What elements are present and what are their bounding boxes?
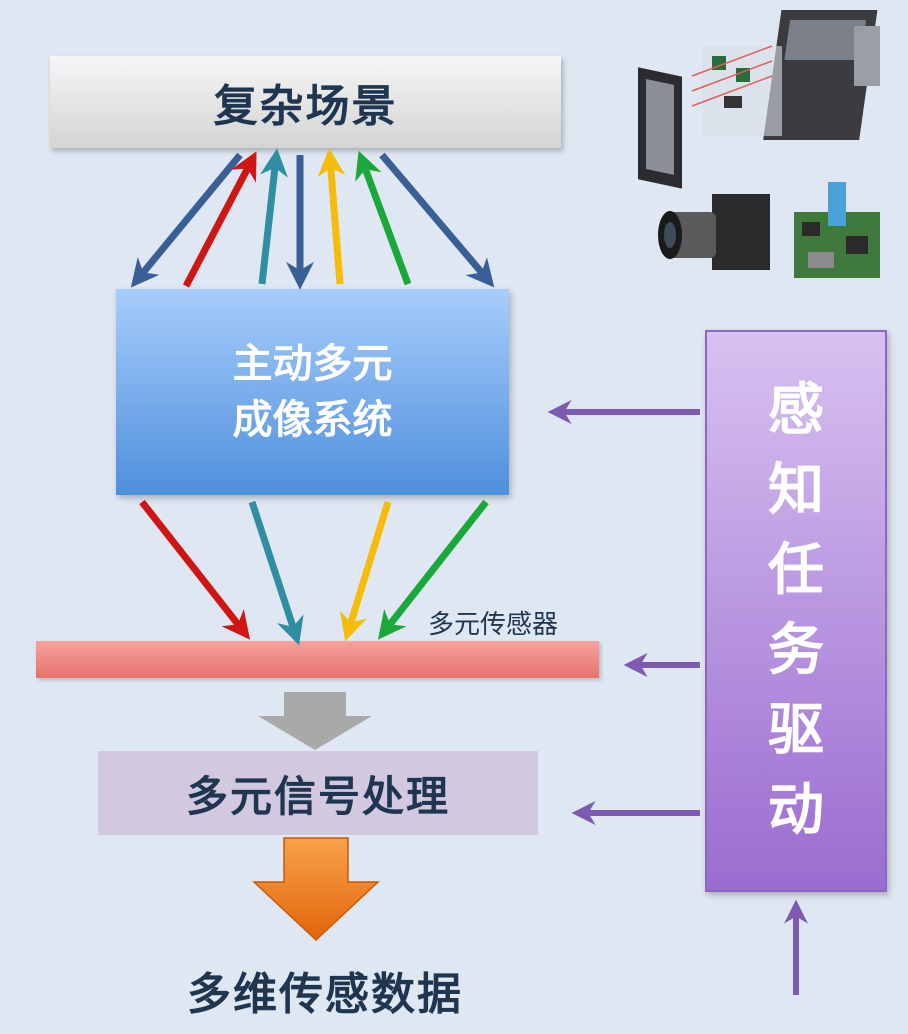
arrow-scene-down-1 [130,152,243,288]
board-c [724,96,742,108]
hardware-exploded-image [638,10,880,189]
enclosure-top [784,20,867,60]
imaging-label-line1: 主动多元 [232,341,393,387]
chip-b [846,236,868,254]
side-plate [854,26,880,86]
task-char-2: 知 [768,458,824,523]
chip-a [802,222,820,236]
scene-label: 复杂场景 [213,81,398,132]
arrow-orange-down [252,837,380,942]
arrow-teal-up [258,148,288,285]
task-char-1: 感 [768,378,824,443]
laser-line-1 [691,45,773,77]
arrow-gray-down [258,692,372,750]
arrow-green-to-sensor [377,499,489,640]
imaging-system-box: 主动多元 成像系统 [116,289,509,495]
arrow-yellow-to-sensor [339,500,392,642]
signal-label: 多元信号处理 [185,771,450,821]
task-drive-box: 感 知 任 务 驱 动 [705,330,887,892]
arrow-yellow-up [317,148,346,285]
task-char-4: 务 [768,618,824,683]
camera-body [712,194,770,270]
task-char-5: 驱 [768,698,824,763]
scene-box: 复杂场景 [50,56,561,148]
arrow-red-to-sensor [139,499,251,640]
task-char-6: 动 [768,778,824,843]
lens-glass [664,222,676,248]
output-label: 多维传感数据 [187,969,463,1020]
sensor-label: 多元传感器 [428,610,559,640]
chip-c [808,252,834,268]
laser-line-3 [691,75,773,107]
signal-processing-box: 多元信号处理 [98,751,538,835]
task-char-3: 任 [768,538,824,603]
circuit-board-image [794,182,880,278]
front-glass [646,78,674,175]
arrow-red-up [182,151,257,288]
board-b [736,68,750,82]
sensor-bar [36,641,599,678]
imaging-label-line2: 成像系统 [232,397,393,443]
arrow-green-up [355,150,412,286]
arrow-teal-to-sensor [248,500,304,646]
arrow-scene-down-3 [379,152,495,288]
cable-connector [828,182,846,226]
lens-camera-image [658,194,770,270]
laser-line-2 [691,60,773,92]
